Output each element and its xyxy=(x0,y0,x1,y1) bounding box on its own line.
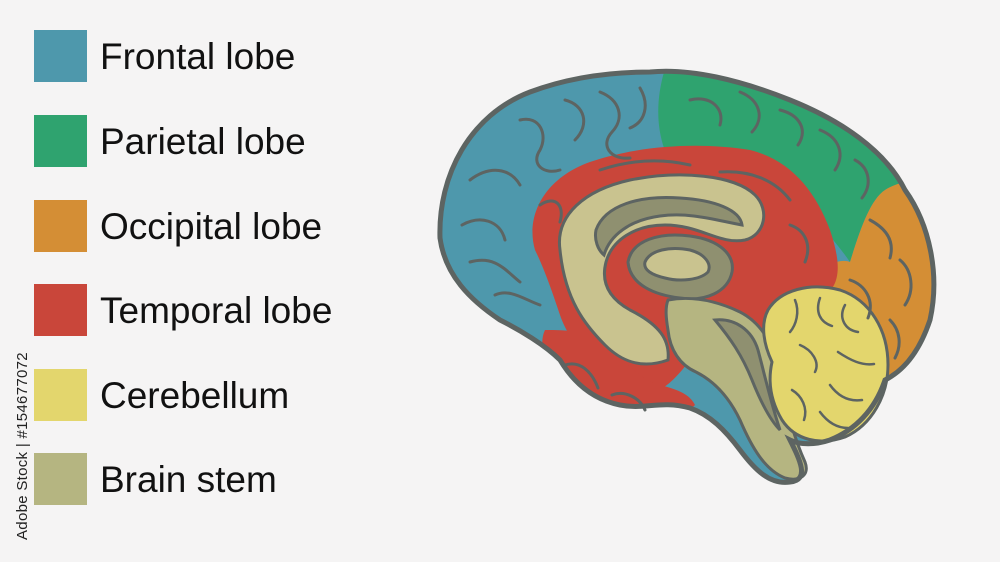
legend-item-frontal-lobe: Frontal lobe xyxy=(34,30,394,82)
cerebellum-swatch xyxy=(34,369,87,421)
brain-outline xyxy=(437,68,937,485)
gyri-lines xyxy=(460,86,913,412)
legend-item-temporal-lobe: Temporal lobe xyxy=(34,284,394,336)
frontal-lobe-swatch xyxy=(34,30,87,82)
parietal-lobe-swatch xyxy=(34,115,87,167)
legend-item-brain-stem: Brain stem xyxy=(34,453,394,505)
temporal-lobe-label: Temporal lobe xyxy=(100,290,333,331)
legend-item-occipital-lobe: Occipital lobe xyxy=(34,200,394,252)
midbrain xyxy=(643,247,711,282)
parietal-lobe-label: Parietal lobe xyxy=(100,121,306,162)
cerebellum-folia xyxy=(788,296,876,430)
temporal-lobe-swatch xyxy=(34,284,87,336)
legend-item-cerebellum: Cerebellum xyxy=(34,369,394,421)
brain-stem xyxy=(664,297,808,481)
brain-stem-label: Brain stem xyxy=(100,459,277,500)
fornix xyxy=(594,196,744,258)
legend-item-parietal-lobe: Parietal lobe xyxy=(34,115,394,167)
cerebellum-label: Cerebellum xyxy=(100,375,290,416)
frontal-lobe-label: Frontal lobe xyxy=(100,36,296,77)
side-credit: Adobe Stock | #154677072 xyxy=(14,352,31,540)
occipital-lobe-swatch xyxy=(34,200,87,252)
brain-stem-swatch xyxy=(34,453,87,505)
pons-band xyxy=(712,318,782,432)
occipital-lobe-label: Occipital lobe xyxy=(100,206,323,247)
